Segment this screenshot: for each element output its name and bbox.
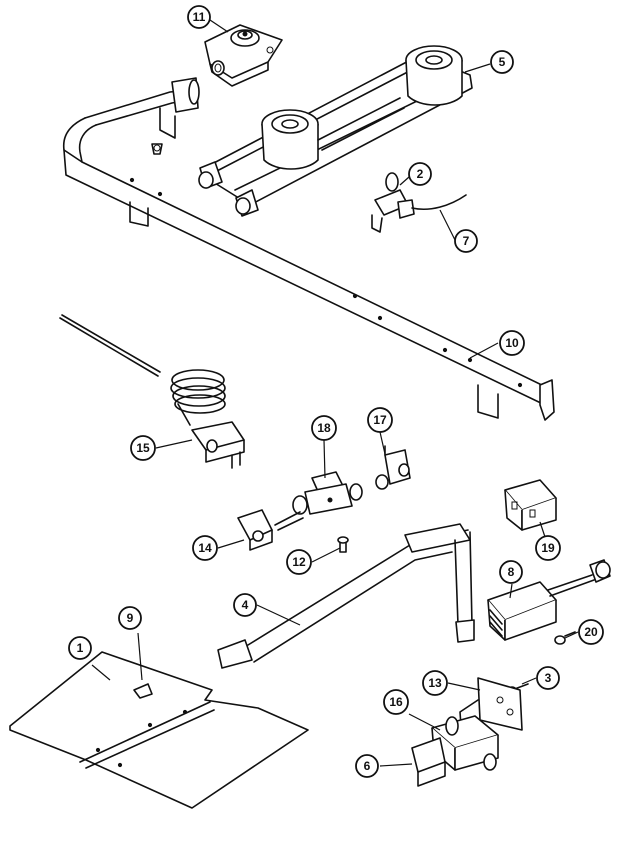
callout-label: 10 [505, 336, 519, 350]
callout-label: 20 [584, 625, 598, 639]
callout-label: 17 [373, 413, 387, 427]
callout-label: 2 [417, 167, 424, 181]
leader-lines [91, 19, 579, 767]
spark-igniter [371, 172, 467, 233]
callout-label: 12 [292, 555, 306, 569]
callout-label: 15 [136, 441, 150, 455]
callout-label: 18 [317, 421, 331, 435]
callout-20: 20 [578, 619, 604, 645]
callout-19: 19 [535, 535, 561, 561]
callout-label: 13 [428, 676, 442, 690]
callout-label: 9 [127, 611, 134, 625]
callout-10: 10 [499, 330, 525, 356]
callout-7: 7 [454, 229, 478, 253]
gas-valve [375, 445, 411, 490]
callout-4: 4 [233, 593, 257, 617]
callout-label: 5 [499, 55, 506, 69]
callout-label: 4 [242, 598, 249, 612]
callout-label: 6 [364, 759, 371, 773]
callout-8: 8 [499, 560, 523, 584]
callout-6: 6 [355, 754, 379, 778]
pressure-regulator [204, 24, 283, 87]
burner-assembly [198, 45, 473, 217]
callout-label: 7 [463, 234, 470, 248]
screw-12 [337, 536, 349, 553]
callout-3: 3 [536, 666, 560, 690]
burner-baffle [9, 651, 309, 809]
callout-14: 14 [192, 535, 218, 561]
screw-20 [554, 631, 576, 645]
burner-valve [274, 471, 363, 531]
callout-label: 11 [193, 10, 206, 24]
callout-1: 1 [68, 636, 92, 660]
callout-13: 13 [422, 670, 448, 696]
callout-15: 15 [130, 435, 156, 461]
callout-11: 11 [187, 5, 211, 29]
callout-label: 14 [198, 541, 212, 555]
callout-12: 12 [286, 549, 312, 575]
valve-mount-bracket [411, 737, 446, 787]
valve-bracket [237, 509, 273, 551]
oven-thermostat [59, 314, 245, 469]
callout-label: 19 [541, 541, 555, 555]
callout-17: 17 [367, 407, 393, 433]
callout-label: 3 [545, 671, 552, 685]
ignition-switch [504, 479, 557, 531]
spark-module [487, 559, 611, 641]
gas-manifold [62, 77, 555, 421]
callout-label: 1 [77, 641, 84, 655]
callout-2: 2 [408, 162, 432, 186]
callout-label: 16 [389, 695, 403, 709]
callout-18: 18 [311, 415, 337, 441]
callout-label: 8 [508, 565, 515, 579]
burner-tube [217, 523, 475, 669]
callout-5: 5 [490, 50, 514, 74]
callout-9: 9 [118, 606, 142, 630]
callout-16: 16 [383, 689, 409, 715]
